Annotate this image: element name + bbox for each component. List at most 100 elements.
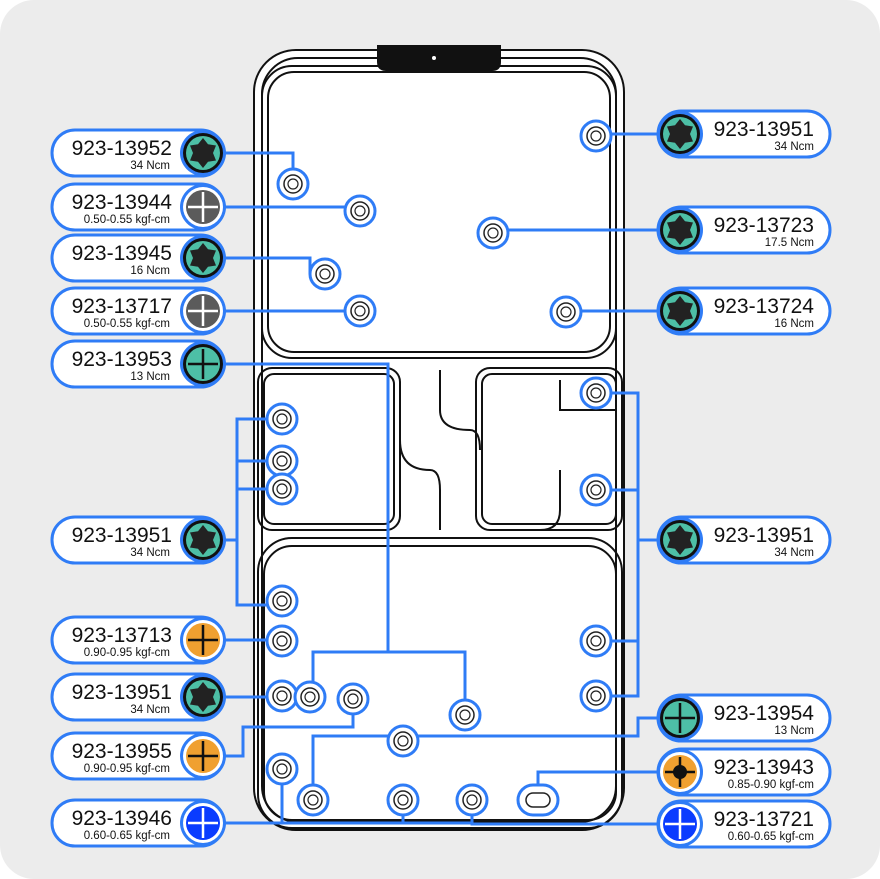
torque-spec: 34 Ncm xyxy=(130,547,170,559)
screw-hole[interactable] xyxy=(343,294,377,328)
torx-teal-icon xyxy=(180,235,226,281)
part-number: 923-13953 xyxy=(72,348,172,371)
screw-hole[interactable] xyxy=(276,167,310,201)
screw-hole[interactable] xyxy=(476,216,510,250)
phillips-orange-icon xyxy=(180,733,226,779)
part-number: 923-13951 xyxy=(72,524,172,547)
screw-holes xyxy=(265,119,613,817)
torx-teal-icon xyxy=(657,207,703,253)
torque-spec: 34 Ncm xyxy=(774,141,814,153)
part-number: 923-13721 xyxy=(714,808,814,831)
phillips-teal-icon xyxy=(657,695,703,741)
screw-hole[interactable] xyxy=(265,402,299,436)
connector-line xyxy=(536,770,658,788)
torque-spec: 0.50-0.55 kgf-cm xyxy=(84,318,170,330)
screw-hole[interactable] xyxy=(265,752,299,786)
part-number: 923-13954 xyxy=(714,702,815,725)
phone-outline xyxy=(253,45,625,831)
torx-teal-icon xyxy=(657,517,703,563)
torx-teal-icon xyxy=(180,674,226,720)
screw-hole[interactable] xyxy=(336,682,370,716)
part-number: 923-13944 xyxy=(72,191,173,214)
part-number: 923-13945 xyxy=(72,242,172,265)
connector-line xyxy=(311,650,388,685)
screw-hole[interactable] xyxy=(579,624,613,658)
connector-line xyxy=(225,711,355,758)
part-number: 923-13951 xyxy=(714,524,814,547)
part-number: 923-13724 xyxy=(714,295,815,318)
part-number: 923-13717 xyxy=(72,295,172,318)
screw-hole[interactable] xyxy=(386,724,420,758)
connector-line xyxy=(225,151,295,172)
torx-teal-icon xyxy=(657,288,703,334)
torque-spec: 0.50-0.55 kgf-cm xyxy=(84,214,170,226)
connector-line xyxy=(608,391,658,698)
torque-spec: 34 Ncm xyxy=(130,160,170,172)
torx-teal-icon xyxy=(180,130,226,176)
screw-hole[interactable] xyxy=(265,679,299,713)
screw-hole[interactable] xyxy=(308,257,342,291)
part-number: 923-13723 xyxy=(714,214,814,237)
torque-spec: 0.60-0.65 kgf-cm xyxy=(728,831,814,843)
torque-spec: 0.90-0.95 kgf-cm xyxy=(84,763,170,775)
torque-spec: 13 Ncm xyxy=(130,371,170,383)
connector-lines xyxy=(225,132,658,826)
screw-hole[interactable] xyxy=(579,376,613,410)
torque-spec: 0.90-0.95 kgf-cm xyxy=(84,647,170,659)
screw-hole[interactable] xyxy=(455,783,489,817)
screw-hole[interactable] xyxy=(448,698,482,732)
torx-teal-icon xyxy=(180,517,226,563)
screw-hole[interactable] xyxy=(296,783,330,817)
screw-hole[interactable] xyxy=(265,472,299,506)
screw-hole[interactable] xyxy=(265,444,299,478)
part-number: 923-13943 xyxy=(714,756,814,779)
screw-hole[interactable] xyxy=(265,624,299,658)
screw-hole[interactable] xyxy=(579,119,613,153)
torque-spec: 17.5 Ncm xyxy=(765,237,814,249)
torque-spec: 16 Ncm xyxy=(130,265,170,277)
torque-spec: 0.60-0.65 kgf-cm xyxy=(84,830,170,842)
screw-hole[interactable] xyxy=(386,783,420,817)
part-number: 923-13946 xyxy=(72,807,172,830)
part-number: 923-13955 xyxy=(72,740,172,763)
connector-line xyxy=(225,417,270,607)
screw-hole[interactable] xyxy=(343,194,377,228)
screw-hole[interactable] xyxy=(579,679,613,713)
part-number: 923-13951 xyxy=(72,681,172,704)
phillips-blue-icon xyxy=(657,801,703,847)
phillips-teal-icon xyxy=(180,341,226,387)
phillips-orange-dot-icon xyxy=(657,749,703,795)
screw-hole[interactable] xyxy=(265,584,299,618)
screw-hole-slot[interactable] xyxy=(516,783,560,817)
screw-hole[interactable] xyxy=(293,680,327,714)
phillips-gray-icon xyxy=(180,184,226,230)
part-number: 923-13952 xyxy=(72,137,172,160)
torx-teal-icon xyxy=(657,111,703,157)
part-number: 923-13951 xyxy=(714,118,814,141)
phillips-blue-icon xyxy=(180,800,226,846)
phillips-gray-icon xyxy=(180,288,226,334)
screw-hole[interactable] xyxy=(549,295,583,329)
screw-hole[interactable] xyxy=(579,473,613,507)
part-number: 923-13713 xyxy=(72,624,172,647)
torque-spec: 13 Ncm xyxy=(774,725,814,737)
torque-spec: 34 Ncm xyxy=(774,547,814,559)
